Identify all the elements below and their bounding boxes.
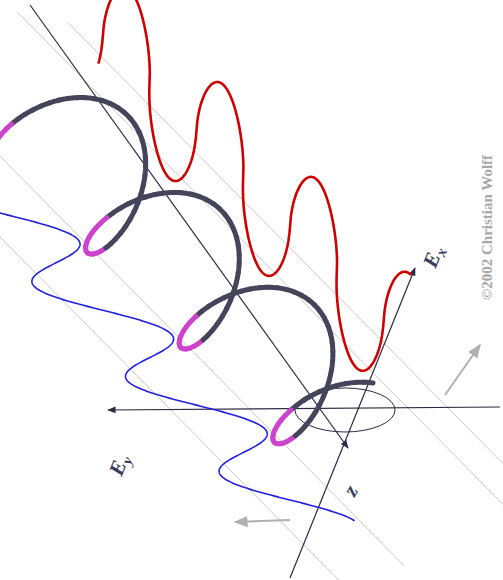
ey-wave [0, 189, 355, 521]
axis-label: z [338, 481, 363, 500]
rotation-ellipse [295, 388, 395, 432]
guide-line [68, 22, 503, 535]
direction-arrow [445, 345, 480, 395]
ex-axis [290, 268, 415, 578]
z-axis [30, 5, 348, 448]
guide-line [0, 82, 354, 580]
label-group: z [338, 481, 364, 501]
label-group: ©2002 Christian Wolff [478, 155, 496, 300]
field-helix [0, 134, 1, 139]
label-group: Ey [104, 451, 137, 480]
guide-line [0, 52, 404, 565]
direction-arrow [235, 520, 290, 522]
ex-wave [98, 0, 411, 371]
watermark: ©2002 Christian Wolff [479, 155, 495, 300]
label-group: Ex [418, 242, 451, 272]
ey-axis [108, 407, 500, 410]
